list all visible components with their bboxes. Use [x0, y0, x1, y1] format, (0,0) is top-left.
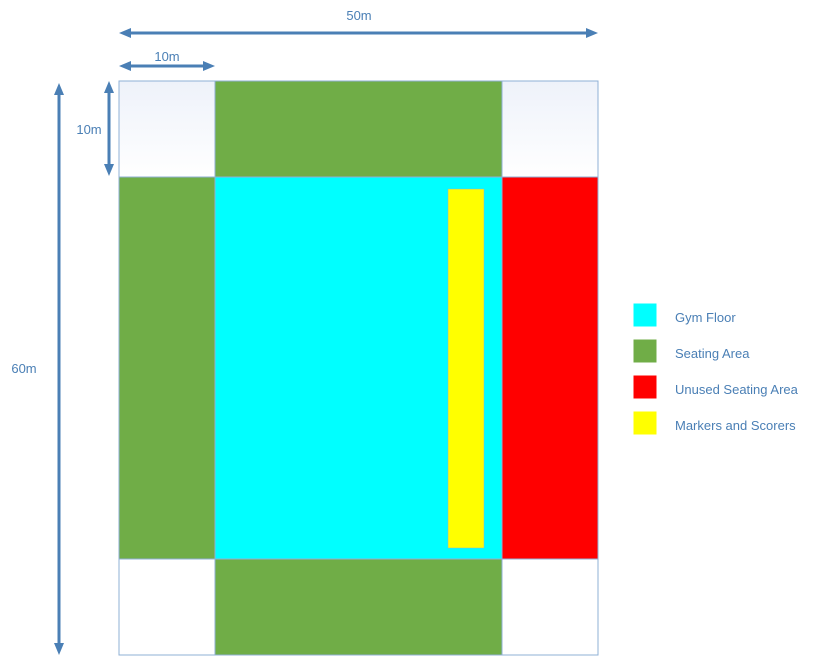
legend-item-gym-floor: Gym Floor — [632, 302, 736, 328]
legend-label-seating-area: Seating Area — [675, 346, 750, 361]
legend-swatch-unused-seating-area — [632, 374, 658, 400]
unused-seating-area-right — [501, 176, 599, 560]
cell-height-dimension-arrow — [104, 81, 114, 176]
seating-area-top — [214, 80, 503, 178]
width-dimension-arrow — [119, 28, 598, 38]
cell-height-dimension-label: 10m — [76, 122, 101, 137]
seating-area-left — [118, 176, 216, 560]
legend-swatch-gym-floor — [632, 302, 658, 328]
cell-width-dimension-arrow — [119, 61, 215, 71]
legend-label-gym-floor: Gym Floor — [675, 310, 736, 325]
corner-top-left — [118, 80, 216, 178]
width-dimension-label: 50m — [346, 8, 371, 23]
seating-area-bottom — [214, 558, 503, 656]
legend-swatch-seating-area — [632, 338, 658, 364]
legend-item-seating-area: Seating Area — [632, 338, 750, 364]
cell-width-dimension-label: 10m — [154, 49, 179, 64]
height-dimension-label: 60m — [11, 361, 36, 376]
legend-swatch-markers-and-scorers — [632, 410, 658, 436]
corner-bottom-left — [118, 558, 216, 656]
markers-and-scorers-area — [447, 188, 485, 549]
height-dimension-arrow — [54, 83, 64, 655]
legend-item-markers-and-scorers: Markers and Scorers — [632, 410, 796, 436]
corner-top-right — [501, 80, 599, 178]
legend-label-unused-seating-area: Unused Seating Area — [675, 382, 799, 397]
venue-outline — [118, 80, 599, 656]
legend-label-markers-and-scorers: Markers and Scorers — [675, 418, 796, 433]
legend-item-unused-seating-area: Unused Seating Area — [632, 374, 799, 400]
corner-bottom-right — [501, 558, 599, 656]
legend: Gym Floor Seating Area Unused Seating Ar… — [632, 302, 799, 436]
